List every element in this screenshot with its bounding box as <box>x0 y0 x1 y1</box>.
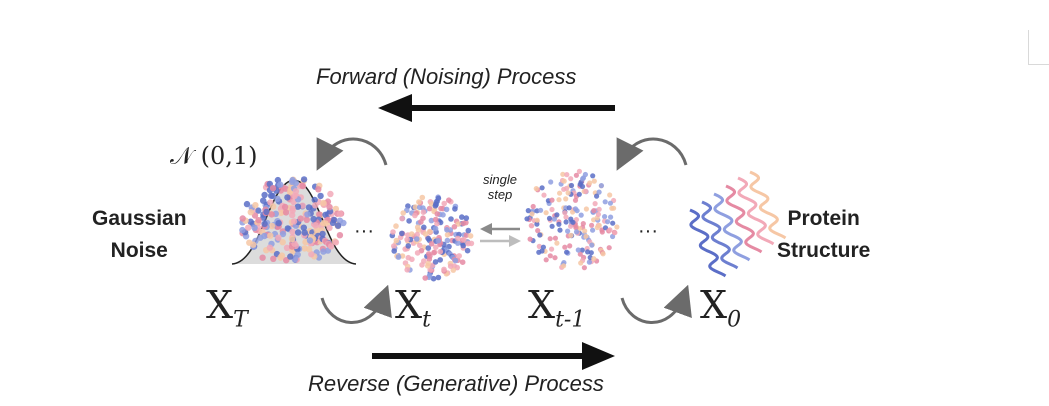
state-xt: Xt <box>395 283 431 333</box>
single-step-line-2: step <box>487 187 513 202</box>
state-xt-1: Xt-1 <box>528 283 586 333</box>
xt-1-point-cloud <box>524 168 620 271</box>
single-step-arrows <box>480 223 521 247</box>
gaussian-noise-line-2: Noise <box>110 239 168 262</box>
xt-point-cloud <box>389 194 475 282</box>
protein-structure-line-1: Protein <box>787 207 860 230</box>
protein-structure-line-2: Structure <box>777 239 871 262</box>
ellipsis-right: ··· <box>638 220 658 242</box>
curved-arrow-top-right <box>616 137 688 171</box>
protein-structure-label: Protein Structure <box>777 203 870 267</box>
single-step-line-1: single <box>483 172 517 187</box>
state-xT: XT <box>206 283 248 333</box>
single-step-label: single step <box>470 172 530 202</box>
ellipsis-left: ··· <box>354 220 374 242</box>
normal-distribution-label: 𝒩 (0,1) <box>170 142 258 170</box>
gaussian-noise-point-cloud <box>239 176 347 264</box>
curved-arrow-bottom-right <box>620 284 692 324</box>
protein-structure-image <box>689 170 787 278</box>
corner-frame <box>1028 30 1049 65</box>
curved-arrow-bottom-left <box>320 284 392 324</box>
state-x0: X0 <box>700 283 742 333</box>
curved-arrow-top-left <box>316 137 388 171</box>
forward-arrow <box>378 94 615 122</box>
gaussian-noise-label: Gaussian Noise <box>92 203 187 267</box>
reverse-arrow <box>372 342 615 370</box>
gaussian-noise-line-1: Gaussian <box>92 207 187 230</box>
reverse-process-label: Reverse (Generative) Process <box>308 371 604 396</box>
forward-process-label: Forward (Noising) Process <box>316 64 577 89</box>
